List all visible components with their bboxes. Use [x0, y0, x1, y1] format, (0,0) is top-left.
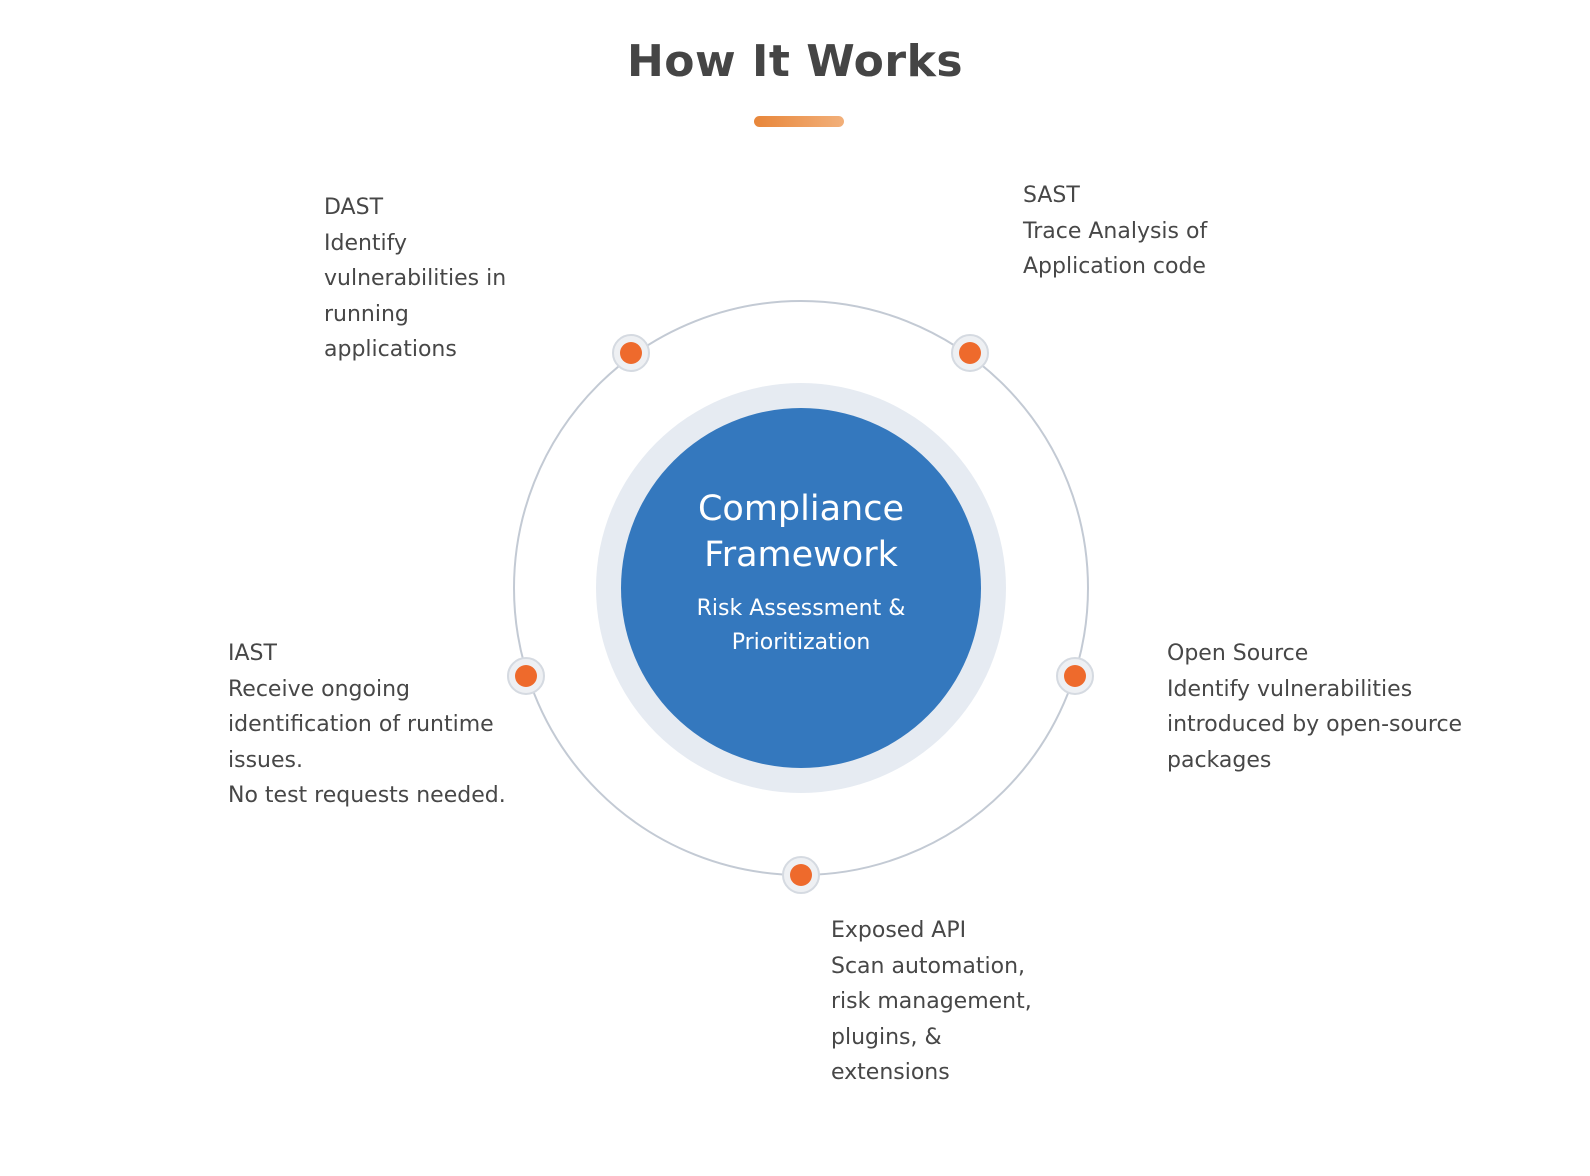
- node-open-source-line: packages: [1167, 747, 1272, 773]
- node-iast: IAST Receive ongoing identification of r…: [228, 636, 506, 814]
- center-title: Compliance Framework: [620, 486, 982, 578]
- orbit-dot-open-source: [1056, 657, 1094, 695]
- node-sast-line: Trace Analysis of: [1023, 218, 1208, 244]
- node-dast-line: running: [324, 301, 409, 327]
- orbit-dot-iast: [507, 657, 545, 695]
- orbit-dot-dast: [612, 334, 650, 372]
- node-iast-line: Receive ongoing: [228, 676, 410, 702]
- title-underline: [754, 116, 844, 127]
- node-exposed-api-line: Scan automation,: [831, 953, 1026, 979]
- node-open-source-line: introduced by open-source: [1167, 712, 1463, 737]
- node-exposed-api-line: risk management,: [831, 989, 1032, 1014]
- node-exposed-api-line: extensions: [831, 1060, 950, 1085]
- node-open-source-line: Identify vulnerabilities: [1167, 676, 1413, 702]
- center-subtitle-line: Prioritization: [731, 630, 871, 655]
- node-open-source: Open Source Identify vulnerabilities int…: [1167, 636, 1462, 778]
- node-open-source-heading: Open Source: [1167, 641, 1309, 666]
- node-iast-line: issues.: [228, 747, 303, 773]
- node-iast-heading: IAST: [228, 641, 277, 666]
- node-exposed-api: Exposed API Scan automation, risk manage…: [831, 913, 1032, 1091]
- node-exposed-api-line: plugins, &: [831, 1024, 942, 1050]
- node-sast-heading: SAST: [1023, 183, 1080, 208]
- orbit-dot-exposed-api: [782, 856, 820, 894]
- node-dast-line: Identify: [324, 230, 408, 256]
- node-iast-line: identification of runtime: [228, 712, 494, 737]
- node-sast-line: Application code: [1023, 254, 1206, 279]
- center-title-line: Compliance: [697, 489, 905, 529]
- orbit-dot-sast: [951, 334, 989, 372]
- node-iast-line: No test requests needed.: [228, 783, 506, 808]
- center-title-line: Framework: [704, 535, 898, 575]
- node-sast: SAST Trace Analysis of Application code: [1023, 178, 1207, 285]
- center-disc: [621, 408, 981, 768]
- node-dast-line: applications: [324, 337, 457, 362]
- center-subtitle: Risk Assessment & Prioritization: [620, 592, 982, 660]
- center-subtitle-line: Risk Assessment &: [696, 596, 906, 621]
- node-exposed-api-heading: Exposed API: [831, 918, 967, 943]
- node-dast-heading: DAST: [324, 195, 384, 220]
- node-dast-line: vulnerabilities in: [324, 266, 507, 291]
- page-title: How It Works: [626, 36, 964, 87]
- node-dast: DAST Identify vulnerabilities in running…: [324, 190, 506, 368]
